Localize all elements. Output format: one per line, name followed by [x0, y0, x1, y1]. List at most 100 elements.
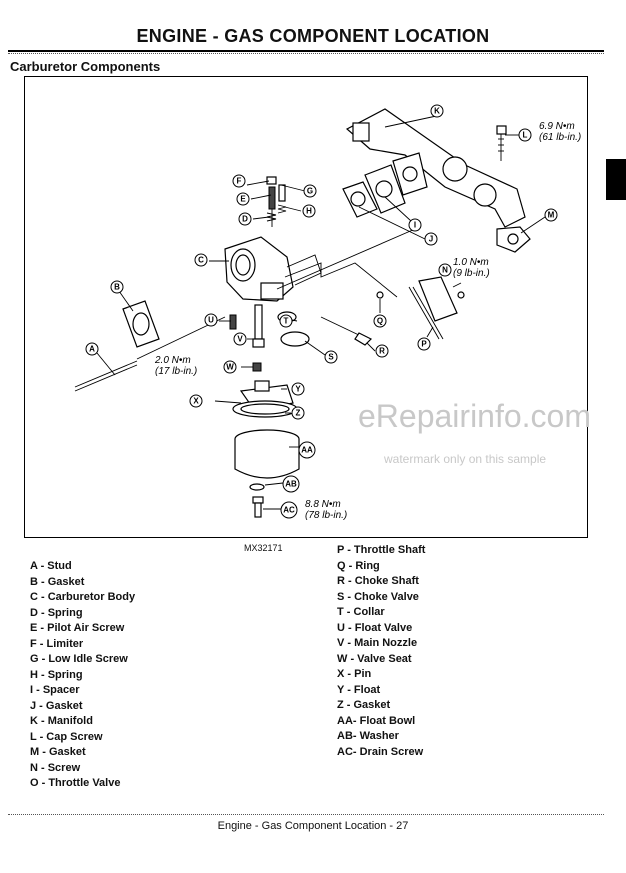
- callout-ac: AC: [280, 501, 298, 519]
- callout-f: F: [232, 174, 246, 188]
- callout-a: A: [85, 342, 99, 356]
- page-footer: Engine - Gas Component Location - 27: [217, 820, 409, 832]
- svg-text:Z: Z: [296, 409, 301, 418]
- callout-b: B: [110, 280, 124, 294]
- callout-i: I: [408, 218, 422, 232]
- callout-v: V: [233, 332, 247, 346]
- legend-item: M - Gasket: [30, 746, 86, 758]
- torque-ac-lbin: (78 lb-in.): [305, 510, 347, 521]
- legend-item: W - Valve Seat: [337, 652, 412, 665]
- callout-l: L: [518, 128, 532, 142]
- callout-aa: AA: [298, 441, 316, 459]
- svg-text:X: X: [193, 397, 199, 406]
- svg-text:P: P: [421, 340, 427, 349]
- callout-q: Q: [373, 314, 387, 328]
- legend-item: J - Gasket: [30, 699, 83, 712]
- callout-s: S: [324, 350, 338, 364]
- svg-text:Q: Q: [377, 317, 383, 326]
- callout-j: J: [424, 232, 438, 246]
- exploded-view: K L M F G E H D I J C B A U V T S R Q P …: [74, 104, 581, 521]
- figure-id: MX32171: [244, 543, 283, 553]
- torque-l-lbin: (61 lb-in.): [539, 132, 581, 143]
- callout-d: D: [238, 212, 252, 226]
- adjust-screws-drawing: [266, 176, 287, 227]
- svg-text:AB: AB: [285, 480, 297, 489]
- torque-n-lbin: (9 lb-in.): [453, 268, 490, 279]
- legend-item: E - Pilot Air Screw: [30, 622, 125, 634]
- svg-text:S: S: [328, 353, 334, 362]
- legend-item: AC- Drain Screw: [337, 745, 424, 758]
- callout-g: G: [303, 184, 317, 198]
- callout-e: E: [236, 192, 250, 206]
- svg-text:G: G: [307, 187, 313, 196]
- legend-item: P - Throttle Shaft: [337, 544, 426, 556]
- float-bowl-drawing: [234, 429, 300, 518]
- legend-item: T - Collar: [337, 606, 385, 618]
- svg-text:T: T: [284, 317, 289, 326]
- legend-item: A - Stud: [30, 560, 72, 572]
- spacer-gasket-drawing: [342, 152, 428, 218]
- page-title: ENGINE - GAS COMPONENT LOCATION: [136, 26, 490, 46]
- svg-text:J: J: [429, 235, 433, 244]
- callout-ab: AB: [282, 475, 300, 493]
- svg-text:D: D: [242, 215, 248, 224]
- callout-h: H: [302, 204, 316, 218]
- callout-y: Y: [291, 382, 305, 396]
- legend-item: G - Low Idle Screw: [30, 653, 128, 665]
- legend-item: Y - Float: [337, 683, 381, 696]
- callout-k: K: [430, 104, 444, 118]
- svg-text:M: M: [548, 211, 555, 220]
- callout-p: P: [417, 337, 431, 351]
- nozzle-valve-drawing: [229, 304, 265, 348]
- carburetor-body-drawing: [224, 236, 322, 302]
- legend-item: N - Screw: [30, 761, 81, 774]
- callout-r: R: [375, 344, 389, 358]
- throttle-shaft-drawing: [376, 276, 465, 340]
- float-drawing: [214, 362, 298, 418]
- torque-n-nm: 1.0 N•m: [453, 257, 489, 268]
- torque-a-nm: 2.0 N•m: [154, 355, 191, 366]
- svg-text:U: U: [208, 316, 214, 325]
- svg-text:AA: AA: [301, 446, 313, 455]
- svg-text:AC: AC: [283, 506, 295, 515]
- carburetor-diagram: K L M F G E H D I J C B A U V T S R Q P …: [24, 76, 588, 538]
- legend-item: AA- Float Bowl: [337, 714, 416, 727]
- svg-text:V: V: [237, 335, 243, 344]
- legend-item: V - Main Nozzle: [337, 637, 418, 649]
- svg-text:I: I: [414, 221, 416, 230]
- callout-c: C: [194, 253, 208, 267]
- legend-left: A - Stud B - Gasket C - Carburetor Body …: [30, 559, 135, 792]
- svg-text:L: L: [523, 131, 528, 140]
- legend-item: H - Spring: [30, 668, 83, 681]
- callout-t: T: [279, 314, 293, 328]
- svg-text:H: H: [306, 207, 312, 216]
- svg-text:A: A: [89, 345, 95, 354]
- watermark-subtext: watermark only on this sample: [384, 452, 547, 466]
- legend-item: K - Manifold: [30, 715, 93, 727]
- legend-item: X - Pin: [337, 668, 372, 680]
- chapter-tab: [606, 159, 626, 200]
- legend-item: C - Carburetor Body: [30, 591, 136, 603]
- cap-screw-drawing: [496, 125, 507, 161]
- svg-text:B: B: [114, 283, 120, 292]
- legend-item: AB- Washer: [337, 730, 399, 742]
- gasket-stud-drawing: [74, 300, 226, 392]
- callout-w: W: [223, 360, 237, 374]
- torque-ac-nm: 8.8 N•m: [305, 499, 341, 510]
- callout-n: N: [438, 263, 452, 277]
- legend-item: D - Spring: [30, 606, 83, 619]
- section-title: Carburetor Components: [10, 59, 161, 74]
- svg-text:K: K: [434, 107, 440, 116]
- manifold-drawing: [345, 108, 531, 253]
- svg-text:C: C: [198, 256, 204, 265]
- legend-item: Z - Gasket: [337, 699, 391, 711]
- legend-item: O - Throttle Valve: [30, 777, 121, 789]
- leader-lines: [96, 114, 546, 510]
- footer-rule: [8, 814, 604, 815]
- svg-text:E: E: [240, 195, 246, 204]
- title-dotted-rule: [8, 53, 604, 54]
- torque-a-lbin: (17 lb-in.): [155, 366, 197, 377]
- legend-item: S - Choke Valve: [337, 590, 419, 603]
- choke-drawing: [277, 311, 373, 347]
- watermark-text: eRepairinfo.com: [358, 398, 591, 434]
